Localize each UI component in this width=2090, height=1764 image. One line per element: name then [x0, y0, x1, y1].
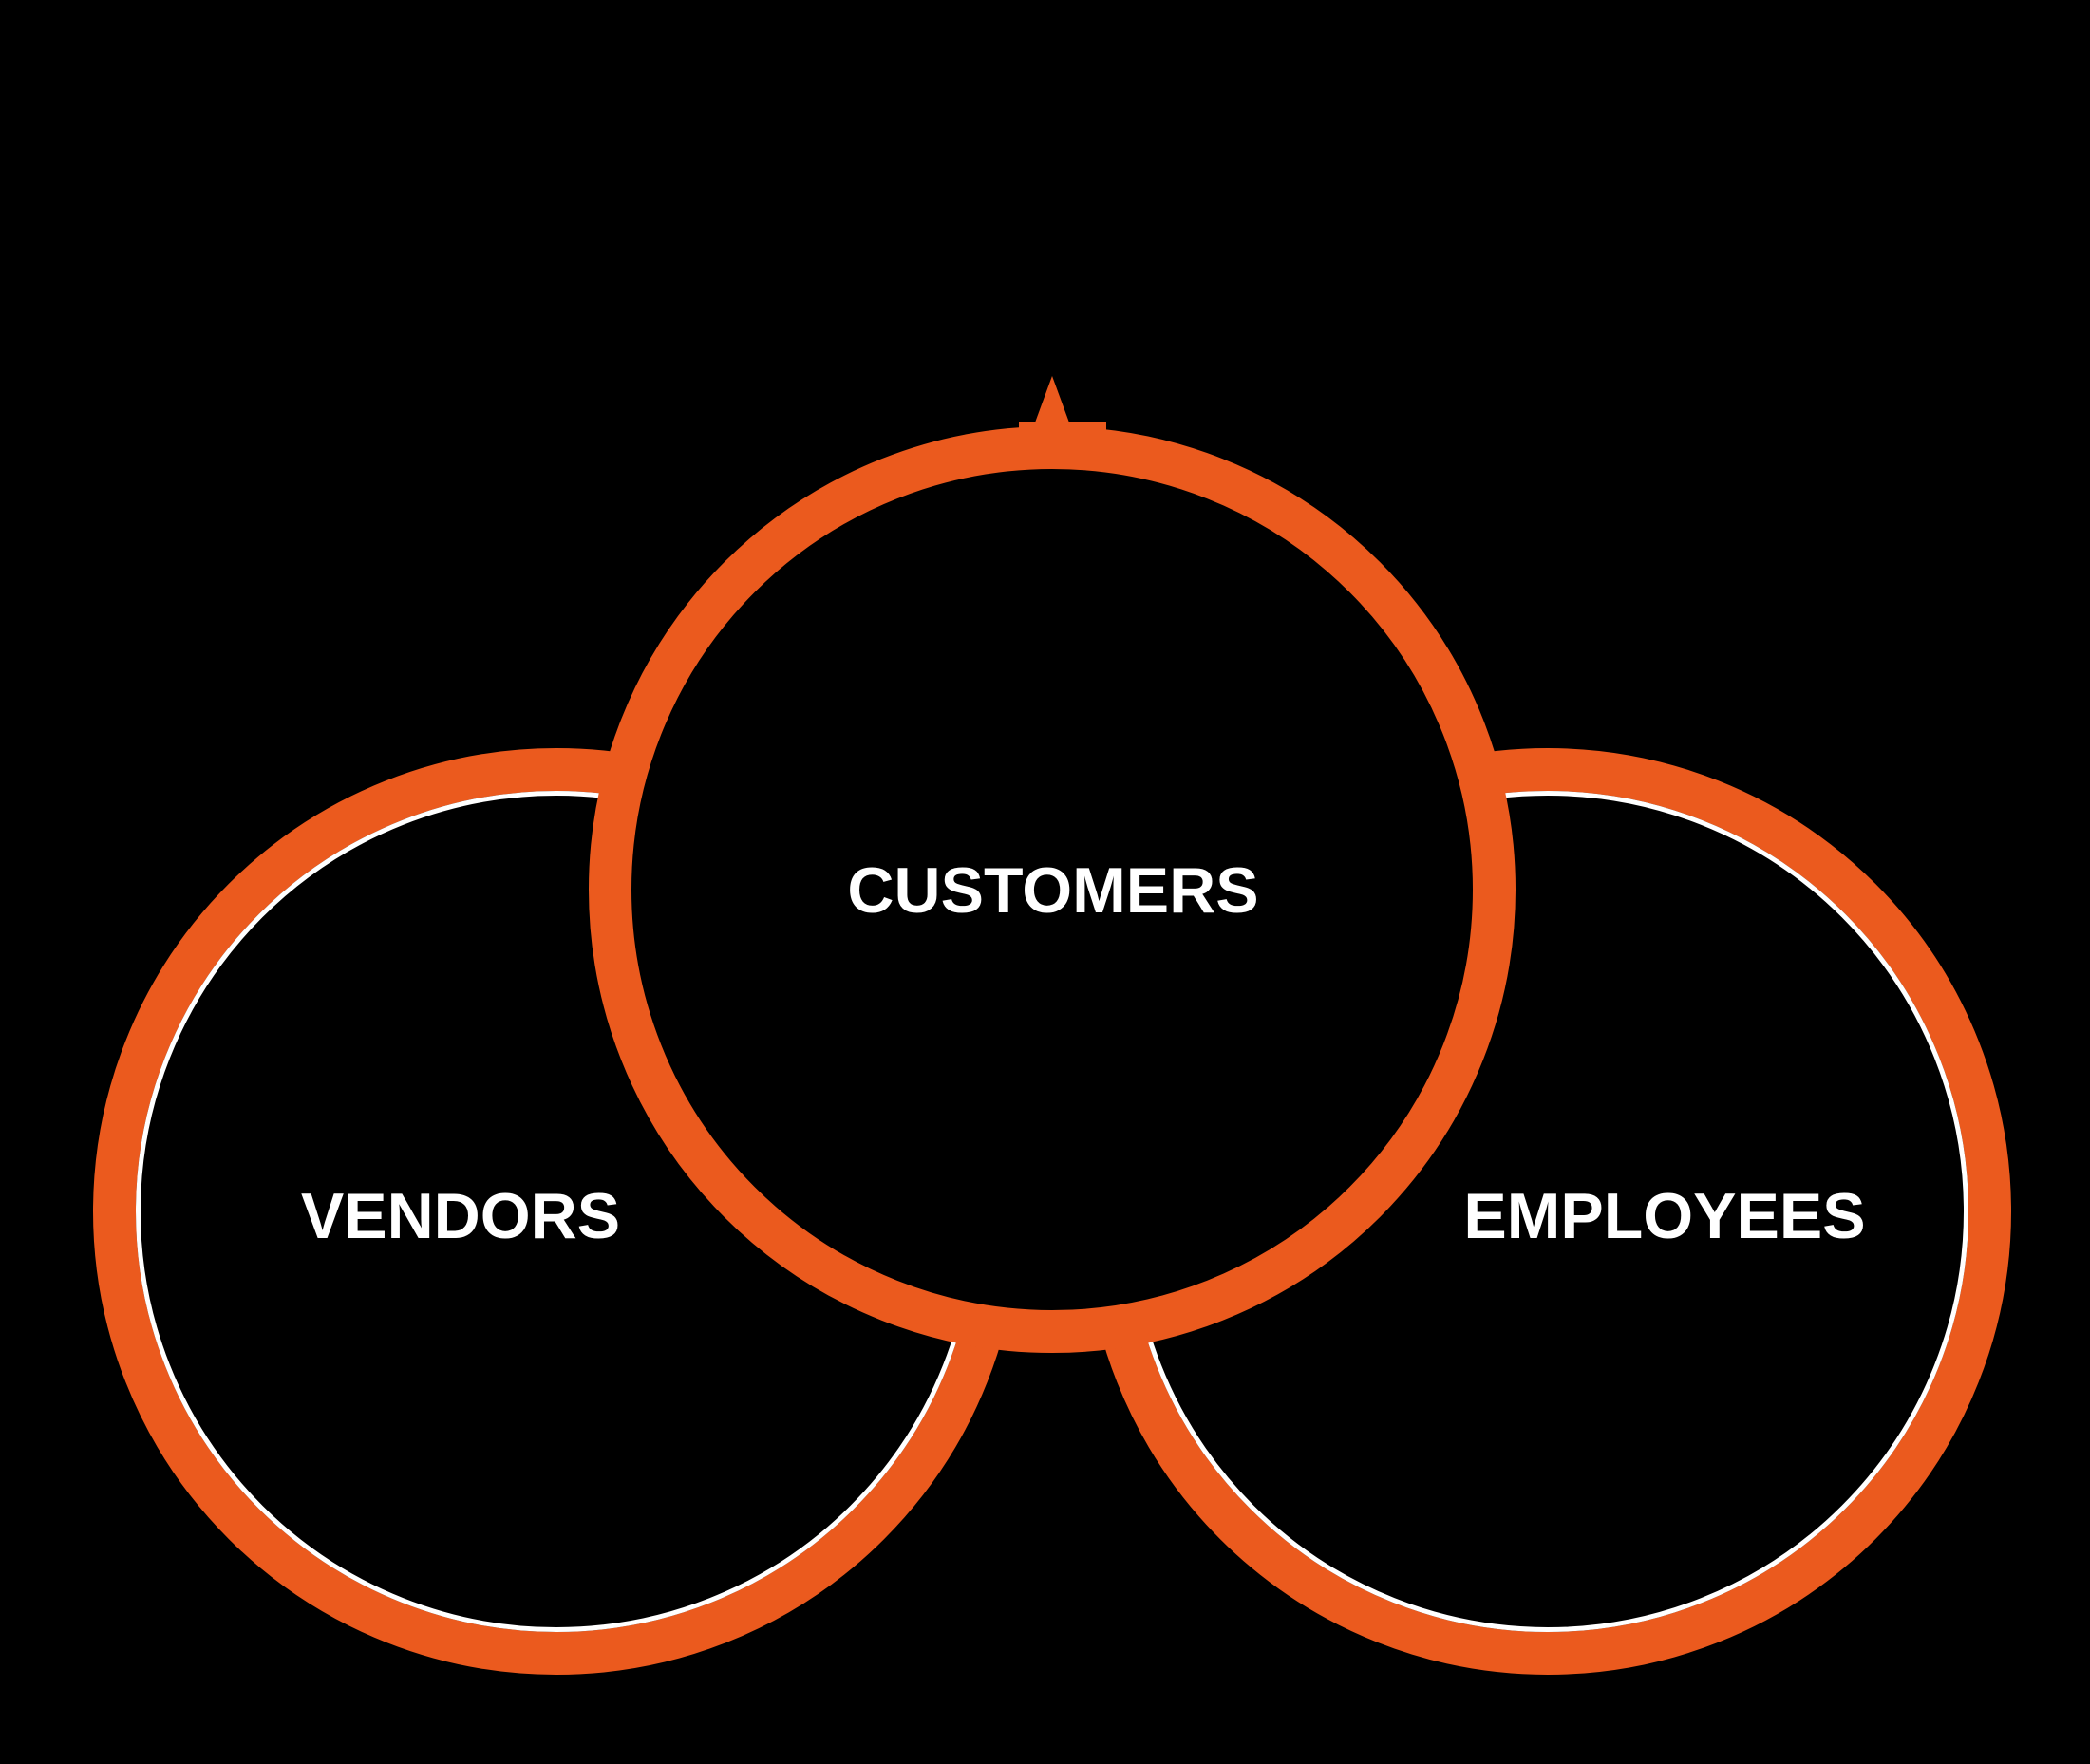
top-arrow-point-icon: [1031, 376, 1073, 433]
employees-label: EMPLOYEES: [1463, 1180, 1865, 1252]
vendors-label: VENDORS: [301, 1180, 620, 1252]
customers-ring: [589, 426, 1516, 1353]
customers-label: CUSTOMERS: [847, 854, 1258, 927]
customers-circle: [589, 376, 1516, 1353]
